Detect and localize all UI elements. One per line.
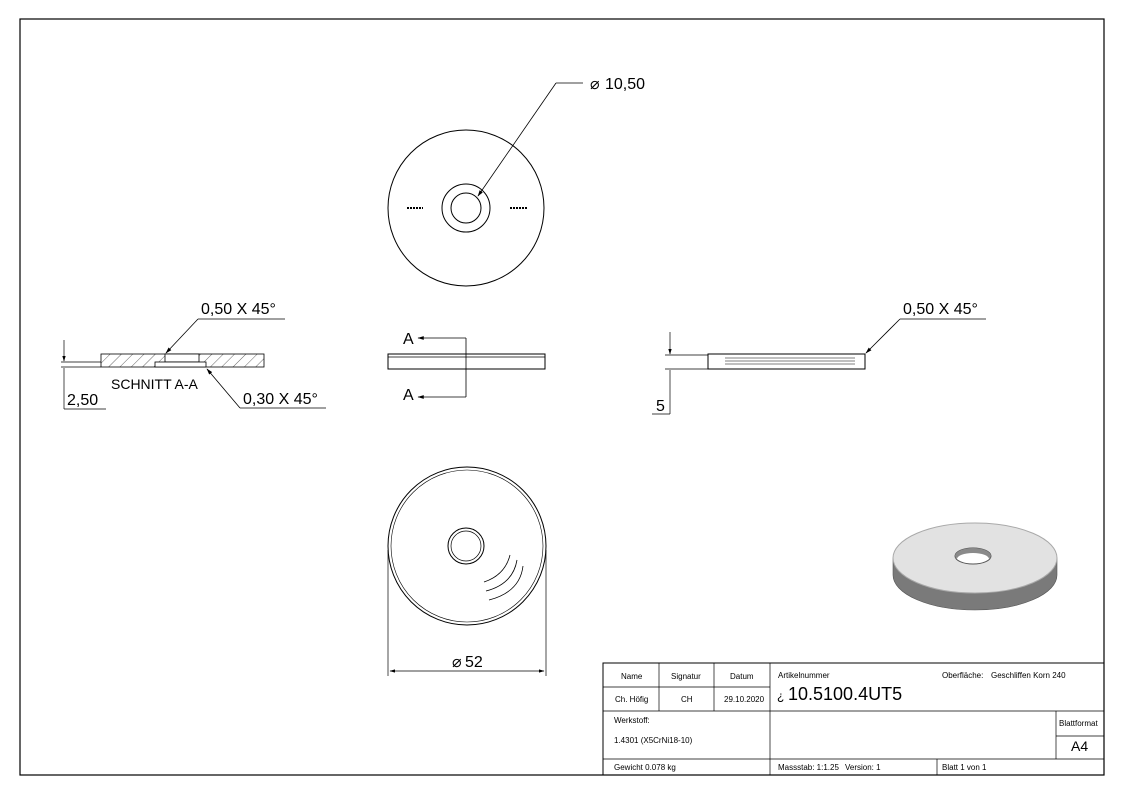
drawing-border	[19, 18, 1105, 776]
section-hole-lower	[154, 361, 207, 368]
side-view-height-label: 5	[656, 398, 665, 415]
tb-version: Version: 1	[845, 763, 881, 772]
tb-header-name: Name	[621, 672, 643, 681]
hole-diameter-label: 10,50	[605, 76, 645, 93]
section-label: SCHNITT A-A	[111, 376, 199, 392]
iso-hole-wall	[955, 548, 991, 559]
chamfer-bottom-label: 0,30 X 45°	[243, 391, 318, 408]
title-block	[602, 662, 1105, 776]
hole-diameter-symbol: ⌀	[590, 76, 600, 93]
tb-artikel-number: 10.5100.4UT5	[788, 684, 902, 704]
chamfer-top-leader	[165, 318, 199, 354]
tb-header-datum: Datum	[730, 672, 754, 681]
bottom-view: ⌀ 52	[387, 466, 547, 676]
tb-oberflaeche-value: Geschliffen Korn 240	[991, 671, 1066, 680]
hole-diameter-leader-arrow	[477, 82, 557, 197]
tb-gewicht: Gewicht 0.078 kg	[614, 763, 676, 772]
tb-artikel-prefix: ¿	[777, 689, 784, 703]
outer-diameter-label: 52	[465, 654, 483, 671]
tb-blattformat-label: Blattformat	[1059, 719, 1098, 728]
tb-werkstoff-label: Werkstoff:	[614, 716, 650, 725]
side-view: 5 0,50 X 45°	[652, 301, 986, 415]
section-mark-top: A	[403, 331, 414, 348]
surface-mark-2	[485, 559, 518, 592]
bottom-view-outer-circle	[387, 466, 547, 626]
section-mark-bottom: A	[403, 387, 414, 404]
front-view-body	[387, 353, 546, 370]
tb-header-signatur: Signatur	[671, 672, 701, 681]
chamfer-bottom-leader	[206, 368, 241, 409]
section-thickness-label: 2,50	[67, 392, 98, 409]
outer-diameter-symbol: ⌀	[452, 654, 462, 671]
isometric-view	[892, 522, 1058, 611]
top-view-hole-circle	[450, 192, 482, 224]
front-view: A A	[387, 331, 546, 404]
tb-name: Ch. Höfig	[615, 695, 648, 704]
surface-mark-1	[483, 554, 511, 583]
bottom-view-hole-outer	[447, 527, 485, 565]
tb-artikel-label: Artikelnummer	[778, 671, 830, 680]
side-chamfer-leader	[865, 318, 901, 354]
bottom-view-inner-ring	[390, 469, 544, 623]
side-chamfer-label: 0,50 X 45°	[903, 301, 978, 318]
surface-mark-3	[488, 565, 524, 601]
title-block-text: Name Signatur Datum Ch. Höfig CH 29.10.2…	[614, 671, 1098, 772]
top-view-chamfer-circle	[441, 183, 491, 233]
tb-oberflaeche-label: Oberfläche:	[942, 671, 983, 680]
chamfer-top-label: 0,50 X 45°	[201, 301, 276, 318]
tb-massstab: Massstab: 1:1.25	[778, 763, 839, 772]
side-view-body	[707, 353, 866, 370]
tb-blattformat-value: A4	[1071, 738, 1088, 754]
section-view: 2,50 0,50 X 45° 0,30 X 45° SCHNITT A-A	[61, 301, 326, 410]
tb-datum: 29.10.2020	[724, 695, 765, 704]
tb-signatur: CH	[681, 695, 693, 704]
top-view: ⌀ 10,50	[387, 76, 645, 287]
tb-werkstoff-value: 1.4301 (X5CrNi18-10)	[614, 736, 693, 745]
section-hole	[164, 353, 200, 363]
top-view-outer-circle	[387, 129, 545, 287]
tb-blatt: Blatt 1 von 1	[942, 763, 987, 772]
bottom-view-hole-inner	[450, 530, 482, 562]
